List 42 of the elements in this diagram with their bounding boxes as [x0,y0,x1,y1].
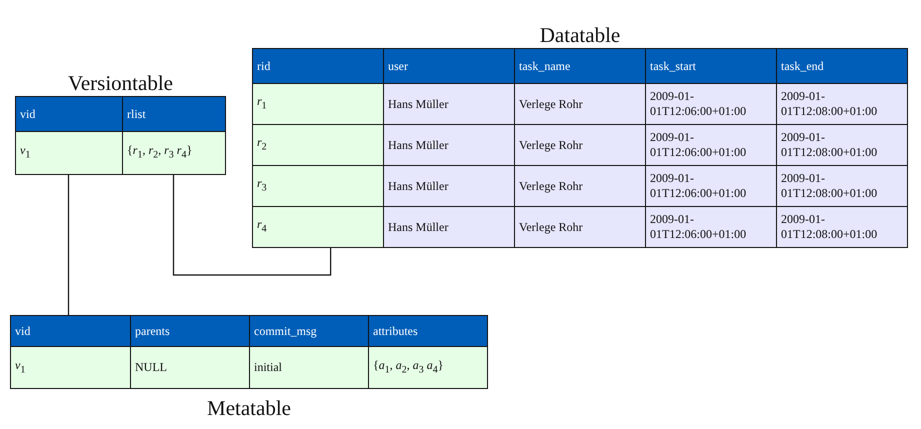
table-title: Metatable [207,395,291,421]
table-cell: r$_{4}$ [252,206,384,248]
table-cell: 2009-01-01T12:06:00+01:00 [646,84,776,124]
table-cell: NULL [130,346,250,388]
table-cell: 2009-01-01T12:08:00+01:00 [776,124,908,166]
table-cell: 2009-01-01T12:06:00+01:00 [646,124,776,166]
table-cell: 2009-01-01T12:06:00+01:00 [646,166,776,206]
header-cell: task_end [776,48,908,84]
table-cell: Verlege Rohr [514,124,646,166]
header-cell: user [384,48,514,84]
table-cell: 2009-01-01T12:08:00+01:00 [776,166,908,206]
table-cell: r$_{2}$ [252,124,384,166]
connector-line [172,175,332,276]
header-cell: vid [10,316,130,346]
table-cell: {a$_{1}$, a$_{2}$, a$_{3}$ a$_{4}$} [368,346,488,388]
table-cell: Hans Müller [384,206,514,248]
table-cell: {r$_{1}$, r$_{2}$, r$_{3}$ r$_{4}$} [122,132,226,174]
table-cell: Hans Müller [384,124,514,166]
header-cell: task_start [646,48,776,84]
table-title: Datatable [540,22,620,48]
table-cell: r$_{3}$ [252,166,384,206]
table-cell: v$_{1}$ [16,132,122,174]
header-cell: parents [130,316,250,346]
table-title: Versiontable [68,70,173,96]
header-cell: attributes [368,316,488,346]
table-cell: 2009-01-01T12:06:00+01:00 [646,206,776,248]
connector-line [68,175,70,315]
table-cell: 2009-01-01T12:08:00+01:00 [776,206,908,248]
table-cell: initial [250,346,368,388]
table-cell: Verlege Rohr [514,166,646,206]
header-cell: commit_msg [250,316,368,346]
table-cell: v$_{1}$ [10,346,130,388]
table-cell: Hans Müller [384,166,514,206]
table-cell: 2009-01-01T12:08:00+01:00 [776,84,908,124]
header-cell: task_name [514,48,646,84]
table-cell: Verlege Rohr [514,84,646,124]
header-cell: rlist [122,96,226,132]
header-cell: vid [16,96,122,132]
table-cell: Hans Müller [384,84,514,124]
header-cell: rid [252,48,384,84]
table-cell: Verlege Rohr [514,206,646,248]
table-cell: r$_{1}$ [252,84,384,124]
